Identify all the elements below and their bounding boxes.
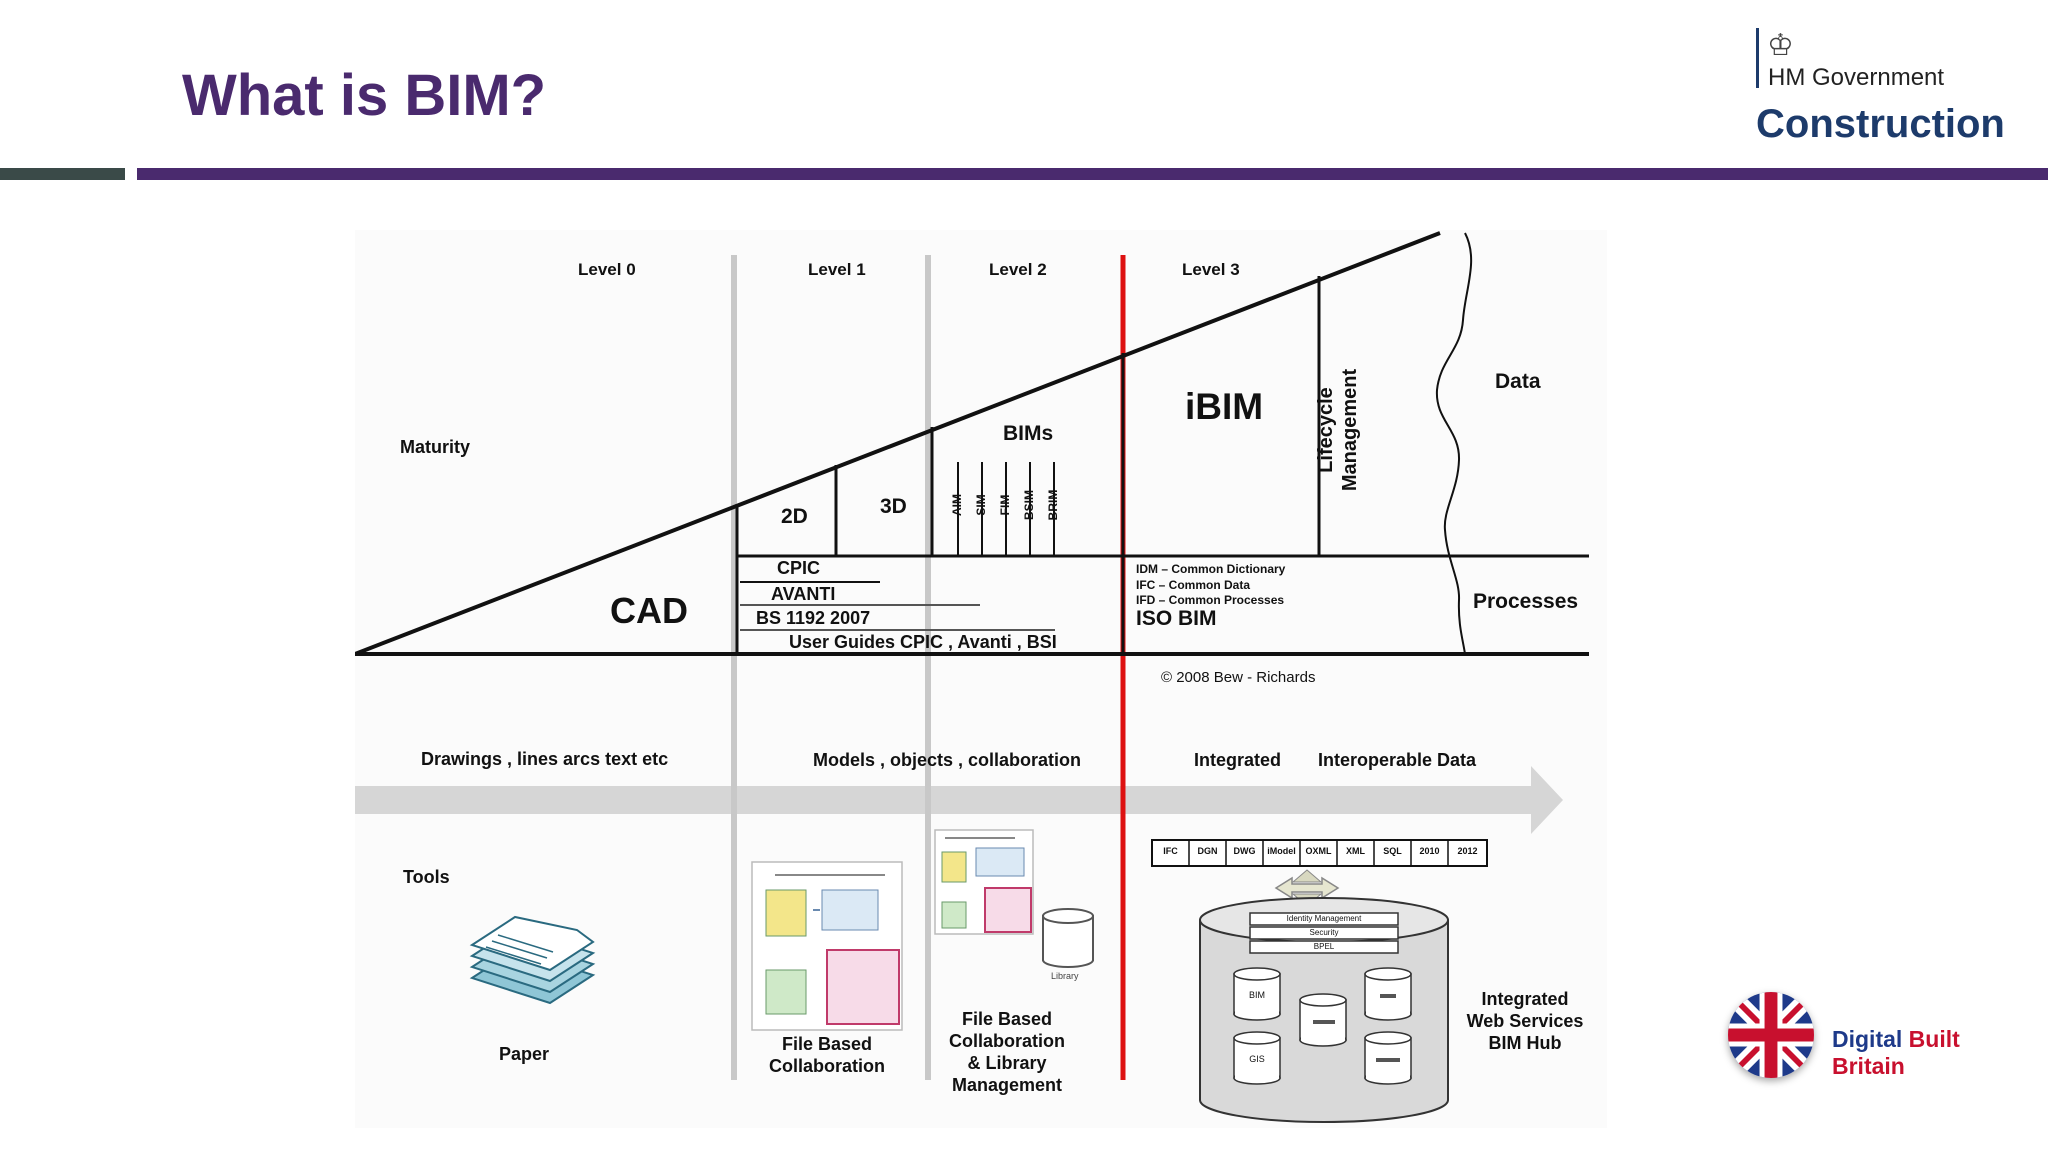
ibim-label: iBIM bbox=[1185, 386, 1264, 427]
library-label: Library bbox=[1051, 971, 1079, 981]
format-ifc: IFC bbox=[1163, 846, 1178, 856]
level1-process-bs1192: BS 1192 2007 bbox=[756, 608, 871, 628]
hm-government-text: HM Government bbox=[1768, 64, 1945, 91]
logo-bar bbox=[1756, 28, 1759, 88]
format-sql: SQL bbox=[1383, 846, 1402, 856]
hub-layer-security: Security bbox=[1309, 928, 1339, 937]
header-rule-left bbox=[0, 168, 125, 180]
hub-db-bim: BIM bbox=[1248, 990, 1265, 1000]
hm-government-construction-logo: ♔ HM Government Construction bbox=[1752, 26, 2032, 156]
digital-built-britain-logo: Digital Built Britain bbox=[1728, 992, 2038, 1092]
diagram-graphics bbox=[355, 231, 1589, 1123]
processes-label: Processes bbox=[1473, 590, 1579, 613]
format-dwg: DWG bbox=[1233, 846, 1256, 856]
library-collaboration-thumbnail bbox=[934, 829, 1034, 935]
hub-label-line3: BIM Hub bbox=[1488, 1033, 1562, 1053]
file-based-2-line4: Management bbox=[951, 1075, 1063, 1095]
bims-fim-label: FIM bbox=[998, 494, 1012, 516]
file-based-2-line3: & Library bbox=[967, 1053, 1047, 1073]
maturity-slope bbox=[355, 231, 1441, 656]
arrow-label-level0: Drawings , lines arcs text etc bbox=[421, 749, 669, 769]
level1-process-avanti: AVANTI bbox=[771, 584, 836, 604]
arrow-label-integrated: Integrated bbox=[1194, 750, 1282, 770]
level3-process-idm: IDM – Common Dictionary bbox=[1136, 562, 1286, 576]
hub-layer-identity: Identity Management bbox=[1286, 914, 1362, 923]
3d-label: 3D bbox=[880, 495, 907, 518]
hub-db-gis: GIS bbox=[1249, 1054, 1265, 1064]
collaboration-text: Collaboration bbox=[769, 1056, 885, 1076]
file-based-collaboration-label: File Based Collaboration bbox=[752, 1033, 902, 1077]
bims-sim-label: SIM bbox=[974, 494, 988, 516]
slide-title: What is BIM? bbox=[182, 63, 547, 128]
wavy-boundary bbox=[1435, 232, 1473, 655]
maturity-label: Maturity bbox=[400, 437, 471, 457]
file-based-text: File Based bbox=[781, 1034, 873, 1054]
digital-built-britain-text: Digital Built Britain bbox=[1832, 1026, 2038, 1080]
management-text: Management bbox=[1339, 368, 1361, 492]
digital-text: Digital bbox=[1832, 1026, 1903, 1052]
paper-stack-icon bbox=[469, 915, 596, 1005]
level1-process-user-guides: User Guides CPIC , Avanti , BSI bbox=[789, 632, 1057, 652]
file-collaboration-thumbnail bbox=[751, 861, 903, 1031]
hub-database-icons bbox=[1233, 967, 1412, 1085]
lifecycle-text: Lifecycle bbox=[1315, 387, 1337, 473]
iso-bim-label: ISO BIM bbox=[1136, 607, 1217, 630]
header-rule bbox=[137, 168, 2048, 180]
level-2-label: Level 2 bbox=[989, 260, 1047, 279]
construction-text: Construction bbox=[1756, 102, 2005, 146]
royal-crest-icon: ♔ bbox=[1767, 29, 1794, 62]
hub-label-line1: Integrated bbox=[1481, 989, 1569, 1009]
bims-label: BIMs bbox=[1003, 422, 1054, 445]
union-jack-icon bbox=[1728, 992, 1814, 1078]
level3-process-ifc: IFC – Common Data bbox=[1136, 578, 1251, 592]
format-dgn: DGN bbox=[1197, 846, 1218, 856]
format-imodel: iModel bbox=[1267, 846, 1296, 856]
format-xml: XML bbox=[1346, 846, 1365, 856]
level-0-label: Level 0 bbox=[578, 260, 636, 279]
arrow-label-interoperable: Interoperable Data bbox=[1318, 750, 1477, 770]
level3-process-ifd: IFD – Common Processes bbox=[1136, 593, 1285, 607]
file-based-2-line2: Collaboration bbox=[949, 1031, 1065, 1051]
exchange-arrow-icon bbox=[1274, 876, 1340, 900]
paper-label: Paper bbox=[499, 1044, 550, 1064]
bims-bsim-label: BSIM bbox=[1022, 490, 1036, 520]
library-management-label: File Based Collaboration & Library Manag… bbox=[927, 1008, 1087, 1096]
union-jack-graphic bbox=[1728, 992, 1814, 1078]
copyright-text: © 2008 Bew - Richards bbox=[1161, 669, 1316, 686]
bim-hub-label: Integrated Web Services BIM Hub bbox=[1455, 988, 1595, 1054]
hub-layer-bpel: BPEL bbox=[1313, 942, 1335, 951]
format-2012: 2012 bbox=[1457, 846, 1478, 856]
format-oxml: OXML bbox=[1305, 846, 1332, 856]
tools-label: Tools bbox=[403, 867, 450, 887]
cad-label: CAD bbox=[610, 590, 688, 631]
bim-maturity-diagram: Level 0 Level 1 Level 2 Level 3 Maturity… bbox=[355, 230, 1607, 1128]
format-2010: 2010 bbox=[1419, 846, 1440, 856]
built-britain-text: Built Britain bbox=[1832, 1026, 1960, 1079]
lifecycle-management-label: Lifecycle Management bbox=[1314, 365, 1362, 495]
level-1-label: Level 1 bbox=[808, 260, 866, 279]
hub-label-line2: Web Services bbox=[1466, 1011, 1584, 1031]
level-3-label: Level 3 bbox=[1182, 260, 1240, 279]
arrow-label-models: Models , objects , collaboration bbox=[813, 750, 1082, 770]
file-based-2-line1: File Based bbox=[961, 1009, 1053, 1029]
format-strip bbox=[1151, 839, 1488, 867]
library-cylinder-icon bbox=[1042, 908, 1094, 968]
data-label: Data bbox=[1495, 370, 1541, 393]
bims-brim-label: BRIM bbox=[1046, 489, 1060, 521]
progression-arrow bbox=[355, 766, 1563, 834]
bims-aim-label: AIM bbox=[950, 494, 964, 516]
level1-process-cpic: CPIC bbox=[777, 558, 821, 578]
2d-label: 2D bbox=[781, 505, 808, 528]
